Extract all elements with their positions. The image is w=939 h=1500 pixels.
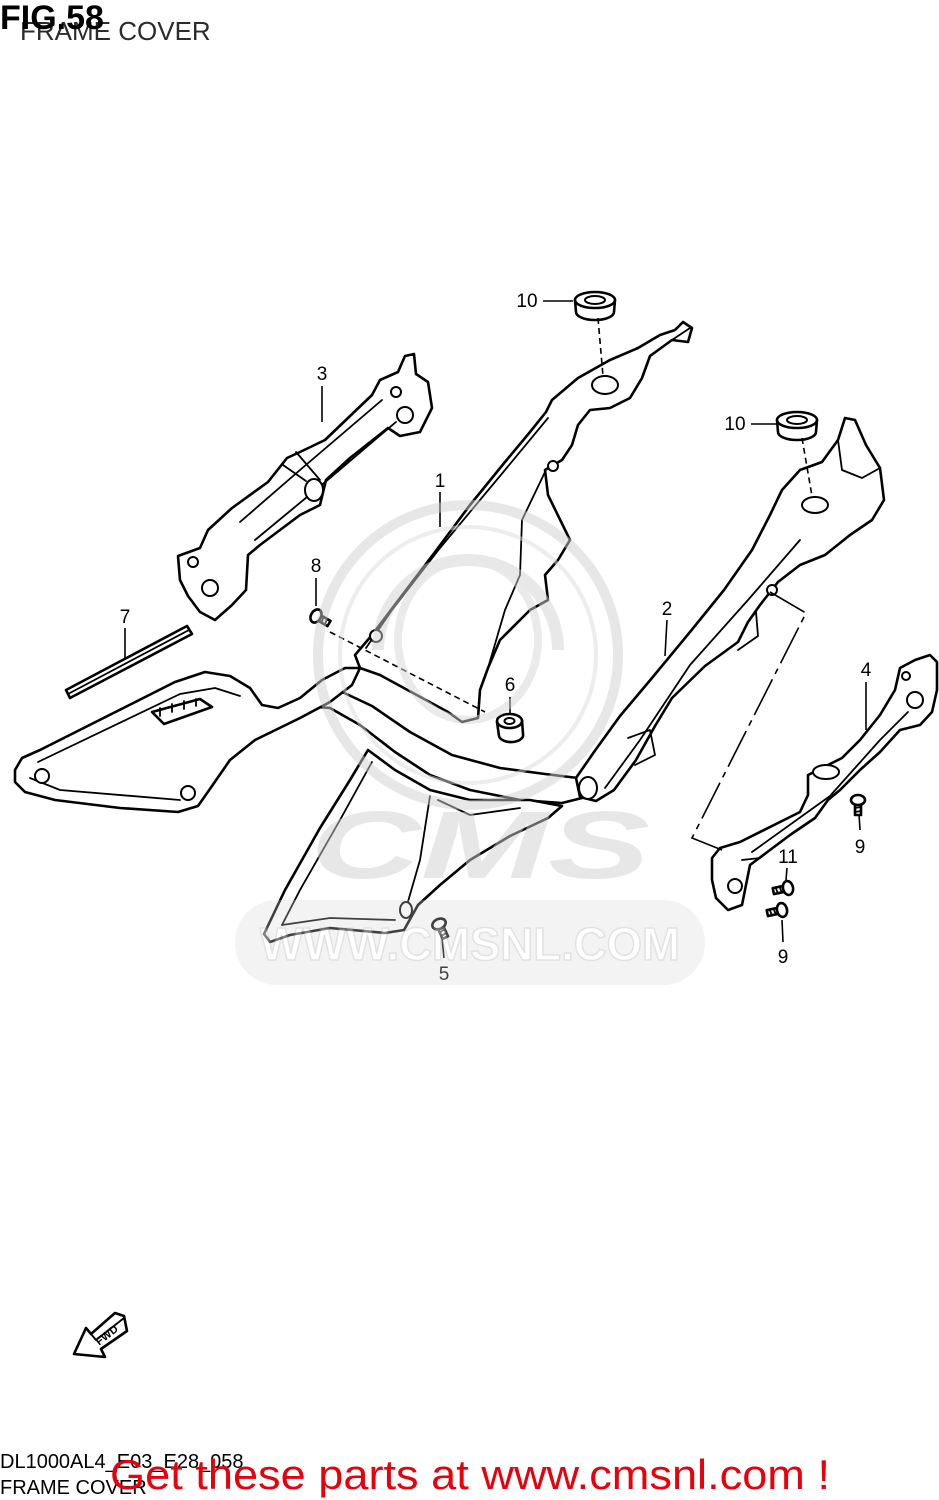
cover-arm [353,320,694,724]
callout-label-9-lower: 9 [778,947,789,968]
cover-side-panel [13,666,362,814]
part-10-grommet-upper [573,290,617,322]
part-9-screw-right [849,793,867,817]
callout-label-6: 6 [505,675,516,696]
leader-line-2 [664,619,668,657]
bracket-rib [751,711,909,853]
part-5-screw [431,917,450,941]
diagram-code: DL1000AL4_E03_E28_058 [0,1451,244,1473]
grommet-hole [591,375,619,395]
panel-top-edge [37,687,241,763]
screw-head [431,917,447,931]
part-3-bracket [176,352,434,622]
grommet-hole [786,415,808,425]
leader-line-9-right [858,813,861,831]
screw-thread [438,928,448,938]
arm-web [737,611,759,651]
screw-head [781,879,795,897]
leader-line-5 [441,937,445,959]
mounting-hole [187,556,199,568]
mounting-hole [201,579,219,597]
leader-line-11 [785,867,788,881]
arm-tab [837,439,881,479]
logo-outer-ring [313,500,623,810]
callout-label-10-right: 10 [724,414,745,435]
arm-end-boss [578,776,598,800]
logo-headphones [372,554,564,651]
assembly-line-bracket-4 [690,591,808,851]
panel-bottom-edge [281,917,396,926]
callout-label-5: 5 [439,964,450,985]
part-1-frame-cover [13,320,694,814]
watermark-logo-text: CMS [310,792,650,899]
screw-head [849,793,867,807]
mounting-hole [906,691,924,709]
vent-teeth [159,698,197,717]
assembly-line-screw-8 [329,631,486,713]
forward-arrow-icon: FWD [72,1311,129,1359]
screw-thread [768,907,777,917]
part-10-grommet-right [775,410,819,442]
header-title: FRAME COVER [20,16,211,46]
mounting-hole [766,584,778,596]
arm-inner-edge [604,539,801,789]
screw-head [775,901,789,919]
callout-label-10-upper: 10 [516,291,537,312]
arm-rib [627,729,656,766]
arrow-bevel [90,1317,125,1341]
grommet-hole [503,717,516,725]
cover-arm [574,416,886,803]
callout-label-7: 7 [120,607,131,628]
part-11-screw [771,879,795,897]
panel-inner-edge [281,761,373,926]
callout-label-8: 8 [311,556,322,577]
cms-logo-icon [313,500,623,810]
watermark-url-box [235,900,705,985]
grommet-hole [801,496,829,514]
panel-ridge [404,795,431,913]
mounting-hole [547,460,559,472]
part-4-bracket [710,653,939,912]
part-6-grommet [495,712,525,744]
bracket-upper-rib [239,399,383,523]
logo-inner-ring [338,525,598,785]
screw-thread [774,885,783,895]
bracket-tab [741,849,771,861]
mounting-hole [727,878,743,894]
screw-thread [854,806,862,813]
mounting-hole [399,901,413,919]
mounting-hole [390,386,402,398]
arm-tab [671,327,691,341]
bracket-boss-body [282,451,321,482]
part-7-strip [64,624,194,700]
strip-edge [67,629,190,695]
callout-label-9-right: 9 [855,837,866,858]
footer-title: FRAME COVER [0,1477,147,1499]
watermark-url-text: WWW.CMSNL.COM [260,918,680,970]
grommet-hole [584,295,606,305]
arrow-shape [72,1311,129,1359]
bracket-lower-rib [254,421,397,541]
leader-line-9-lower [781,919,784,943]
mounting-hole [34,768,50,784]
callout-label-2: 2 [662,599,673,620]
part-9-screw-lower [765,901,789,919]
figure-label: FIG.58 [0,0,104,37]
callout-label-11: 11 [778,847,798,868]
callout-label-1: 1 [435,471,446,492]
bracket-boss [812,764,840,780]
mounting-hole [180,785,196,801]
callout-label-4: 4 [861,660,872,681]
callout-label-3: 3 [317,364,328,385]
mounting-hole [396,406,414,424]
mounting-hole [901,671,911,681]
bracket-boss [304,478,324,502]
cms-watermark: CMS WWW.CMSNL.COM [235,500,705,985]
bracket-outline [710,653,939,912]
promo-text: Get these parts at www.cmsnl.com ! [110,1451,830,1498]
